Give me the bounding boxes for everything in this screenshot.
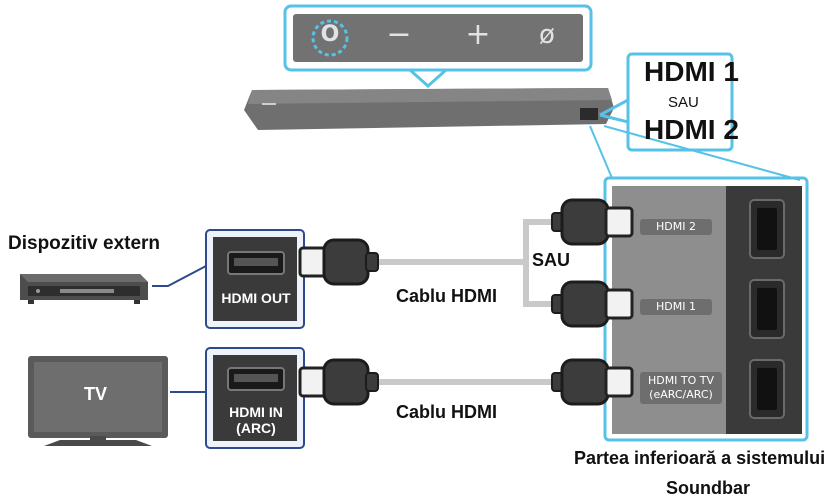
hdmi-plug bbox=[298, 358, 379, 406]
arc-label: (ARC) bbox=[236, 420, 276, 436]
cable-label-top: Cablu HDMI bbox=[396, 286, 497, 306]
hdmi-out-port bbox=[205, 229, 305, 329]
external-device-label: Dispozitiv extern bbox=[8, 233, 161, 254]
volume-down-icon: − bbox=[386, 17, 412, 52]
power-icon: O bbox=[320, 22, 340, 47]
hdmi-plug bbox=[551, 358, 634, 406]
panel-label-earc-arc: (eARC/ARC) bbox=[649, 388, 713, 401]
tv bbox=[28, 356, 168, 446]
panel-port-hdmi1 bbox=[749, 279, 785, 339]
tv-screen-text: TV bbox=[84, 384, 108, 404]
hdmi-plug bbox=[298, 238, 379, 286]
soundbar bbox=[244, 88, 614, 130]
external-device-connector-line bbox=[152, 265, 207, 287]
control-callout-line bbox=[409, 68, 447, 89]
cable-label-bottom: Cablu HDMI bbox=[396, 402, 497, 422]
callout-hdmi1: HDMI 1 bbox=[644, 56, 739, 87]
hdmi-cable-top bbox=[376, 219, 556, 307]
panel-port-hdmi-to-tv bbox=[749, 359, 785, 419]
soundbar-bottom-panel bbox=[603, 176, 809, 442]
callout-hdmi2: HDMI 2 bbox=[644, 114, 739, 145]
cable-or-label: SAU bbox=[532, 250, 571, 270]
panel-label-hdmi2: HDMI 2 bbox=[656, 220, 696, 233]
volume-up-icon: + bbox=[465, 17, 491, 52]
panel-label-hdmi1: HDMI 1 bbox=[656, 300, 696, 313]
hdmi-plug bbox=[551, 198, 634, 246]
mic-off-icon: ø bbox=[539, 20, 555, 50]
caption-line2: Soundbar bbox=[666, 478, 750, 498]
callout-or: SAU bbox=[668, 94, 699, 111]
external-device bbox=[20, 274, 148, 304]
panel-port-hdmi2 bbox=[749, 199, 785, 259]
hdmi-in-label: HDMI IN bbox=[229, 404, 283, 420]
hdmi-out-label: HDMI OUT bbox=[221, 290, 291, 306]
control-panel bbox=[283, 4, 593, 72]
panel-zoom-line bbox=[589, 125, 613, 179]
hdmi-in-arc-port bbox=[205, 347, 305, 449]
hdmi-callout-box bbox=[599, 52, 734, 152]
panel-label-hdmi-to-tv: HDMI TO TV bbox=[647, 374, 715, 387]
caption-line1: Partea inferioară a sistemului bbox=[574, 448, 826, 468]
panel-zoom-line bbox=[603, 125, 801, 181]
hdmi-plug bbox=[551, 280, 634, 328]
